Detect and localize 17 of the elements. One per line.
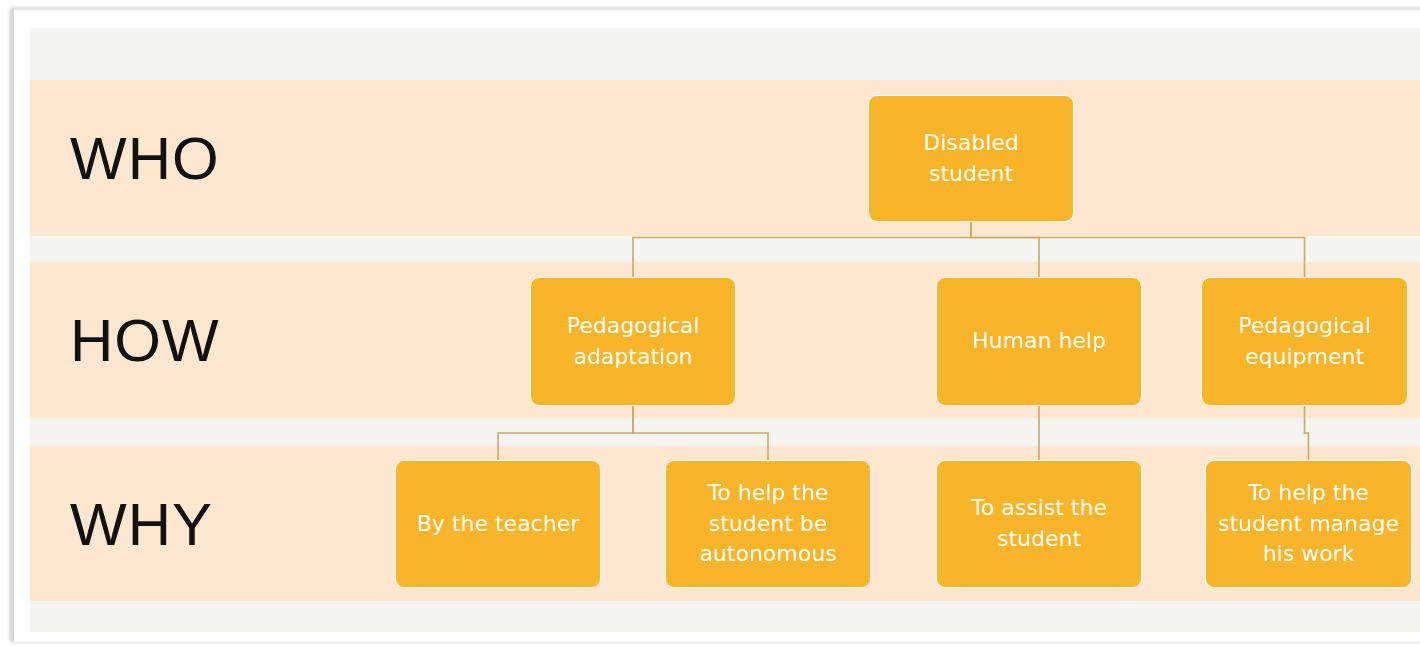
row-heading: WHY	[70, 489, 213, 558]
process-box: Disabled student	[868, 95, 1074, 222]
process-box: To help the student be autonomous	[665, 460, 871, 588]
process-box: Pedagogical adaptation	[530, 277, 736, 406]
row-heading: WHO	[70, 123, 220, 193]
process-box: To help the student manage his work	[1205, 460, 1412, 588]
connector-line	[632, 405, 769, 461]
row-band	[30, 262, 1420, 418]
row-heading: HOW	[70, 305, 220, 375]
row-band	[30, 80, 1420, 236]
connector-line	[1303, 405, 1310, 461]
process-box: Human help	[936, 277, 1142, 406]
process-box: Pedagogical equipment	[1201, 277, 1408, 406]
process-box: By the teacher	[395, 460, 601, 588]
row-band	[30, 446, 1420, 601]
process-box: To assist the student	[936, 460, 1142, 588]
connector-line	[1038, 405, 1040, 461]
